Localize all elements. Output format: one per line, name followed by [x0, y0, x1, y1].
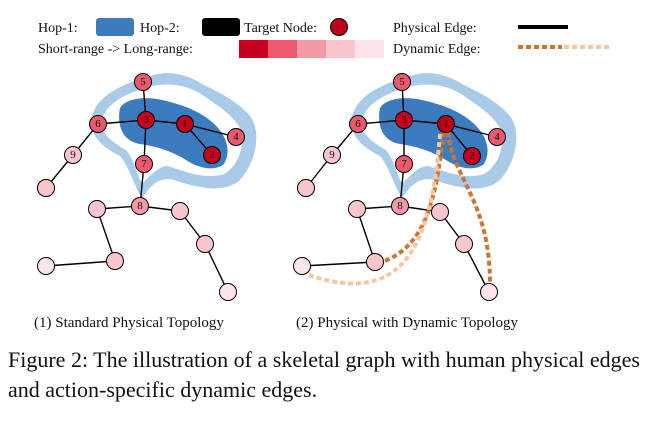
node-7: [395, 155, 413, 173]
node-label-2: 2: [469, 150, 475, 162]
skeleton-nodes: 1 2 3 4 5 6 7 8 9: [293, 73, 506, 301]
node-label-5: 5: [140, 76, 146, 88]
legend-range-swatch-1: [239, 40, 268, 58]
node-2: [463, 147, 481, 165]
node-left-hand: [297, 179, 315, 197]
legend-range-swatch-5: [355, 40, 384, 58]
node-left-knee: [106, 252, 124, 270]
dynamic-edge-to-right-foot: [446, 131, 492, 285]
graph-standard-physical: 1 2 3 4 5 6 7 8 9 (1) Standard Physic: [34, 73, 257, 331]
legend-range-swatch-3: [297, 40, 326, 58]
node-label-4: 4: [494, 131, 500, 143]
node-left-foot: [37, 257, 55, 275]
node-8: [131, 197, 149, 215]
node-left-knee: [366, 253, 384, 271]
node-left-foot: [293, 257, 311, 275]
node-5: [134, 73, 152, 91]
legend-target-node: [330, 18, 348, 36]
legend-range-label: Short-range -> Long-range:: [38, 42, 193, 57]
node-label-1: 1: [443, 118, 449, 130]
node-2: [203, 146, 221, 164]
legend-range-swatch-4: [326, 40, 355, 58]
legend-hop2-label: Hop-2:: [140, 21, 180, 36]
node-label-3: 3: [401, 114, 407, 126]
legend-hop1-swatch: [96, 18, 134, 36]
node-label-7: 7: [401, 158, 407, 170]
legend-range-gradient: [239, 40, 384, 58]
legend-hop2-swatch: [202, 18, 240, 36]
node-label-6: 6: [355, 118, 361, 130]
node-right-knee: [196, 235, 214, 253]
node-right-foot: [480, 283, 498, 301]
node-8: [391, 197, 409, 215]
node-right-hip: [171, 202, 189, 220]
dynamic-edge-to-left-knee: [381, 131, 446, 264]
node-label-1: 1: [182, 118, 188, 130]
node-9: [64, 146, 82, 164]
node-5: [393, 73, 411, 91]
node-label-5: 5: [399, 76, 405, 88]
node-1-target: [437, 115, 455, 133]
node-6: [349, 115, 367, 133]
dynamic-edges: [305, 131, 492, 286]
node-left-hand: [37, 179, 55, 197]
node-label-8: 8: [137, 200, 143, 212]
legend-target-label: Target Node:: [244, 21, 317, 36]
figure-caption: Figure 2: The illustration of a skeletal…: [8, 347, 640, 402]
node-label-6: 6: [95, 118, 101, 130]
caption-standard-physical: (1) Standard Physical Topology: [34, 315, 224, 331]
node-label-4: 4: [233, 131, 239, 143]
skeleton-nodes: 1 2 3 4 5 6 7 8 9: [37, 73, 245, 301]
node-left-hip: [88, 200, 106, 218]
legend: Hop-1: Hop-2: Target Node: Physical Edge…: [38, 18, 612, 58]
node-4: [227, 128, 245, 146]
node-right-knee: [455, 235, 473, 253]
node-1-target: [176, 115, 194, 133]
legend-hop1-label: Hop-1:: [38, 21, 78, 36]
node-6: [89, 115, 107, 133]
node-right-hip: [431, 203, 449, 221]
legend-dynamic-edge-label: Dynamic Edge:: [393, 42, 480, 57]
node-4: [488, 128, 506, 146]
node-3: [137, 111, 155, 129]
node-7: [135, 155, 153, 173]
node-label-9: 9: [70, 149, 76, 161]
legend-physical-edge-label: Physical Edge:: [393, 21, 477, 36]
graph-physical-dynamic: 1 2 3 4 5 6 7 8 9 (2) Physical with D: [293, 73, 518, 331]
legend-range-swatch-2: [268, 40, 297, 58]
node-label-7: 7: [141, 158, 147, 170]
node-label-2: 2: [209, 149, 215, 161]
node-9: [323, 146, 341, 164]
node-left-hip: [348, 200, 366, 218]
node-3: [395, 111, 413, 129]
caption-physical-dynamic: (2) Physical with Dynamic Topology: [296, 315, 518, 331]
node-label-3: 3: [143, 114, 149, 126]
skeletal-graph-figure: Hop-1: Hop-2: Target Node: Physical Edge…: [34, 18, 612, 331]
node-label-9: 9: [329, 149, 335, 161]
node-right-foot: [219, 283, 237, 301]
node-label-8: 8: [397, 200, 403, 212]
dynamic-edge-to-left-foot: [305, 133, 442, 286]
